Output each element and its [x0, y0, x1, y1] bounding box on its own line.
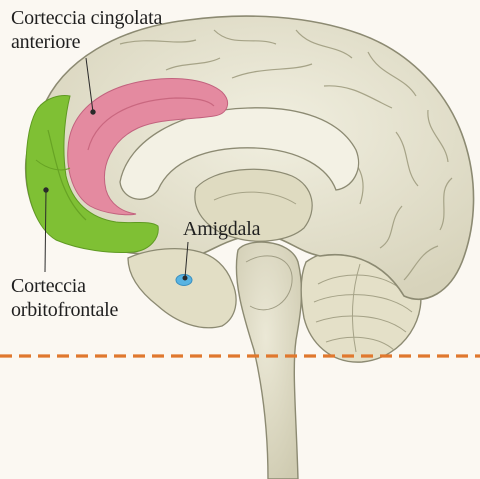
orbitofrontal-label-line-2: orbitofrontale: [11, 298, 118, 322]
orbitofrontal-label-line-1: Corteccia: [11, 274, 118, 298]
amygdala-label: Amigdala: [183, 217, 260, 241]
orbitofrontal-label: Corteccia orbitofrontale: [11, 274, 118, 322]
temporal-lobe: [128, 249, 236, 328]
anterior-cingulate-marker: [91, 110, 95, 114]
anterior-cingulate-label-line-2: anteriore: [11, 30, 162, 54]
anterior-cingulate-label-line-1: Corteccia cingolata: [11, 6, 162, 30]
amygdala-marker: [183, 276, 187, 280]
orbitofrontal-marker: [44, 188, 48, 192]
anterior-cingulate-label: Corteccia cingolata anteriore: [11, 6, 162, 54]
